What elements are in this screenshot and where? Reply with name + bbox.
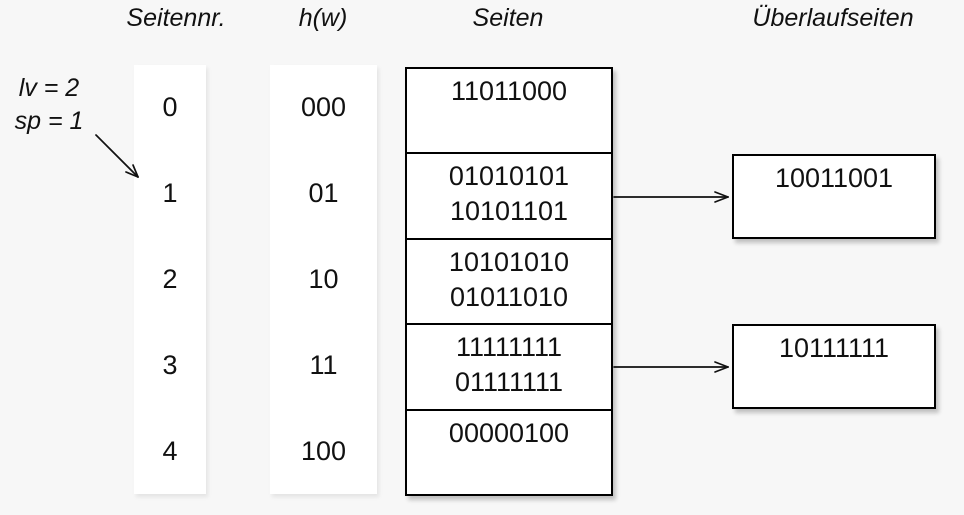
bucket-entry: 00000100 <box>448 417 570 448</box>
hash-value-column: 000 01 10 11 100 <box>270 65 377 494</box>
header-seiten: Seiten <box>472 4 544 32</box>
page-number-column: 0 1 2 3 4 <box>134 65 206 494</box>
hash-value-cell: 10 <box>308 263 339 294</box>
header-ueberlaufseiten: Überlaufseiten <box>752 4 914 32</box>
overflow-arrow-icon <box>613 191 729 203</box>
hash-value-cell: 100 <box>300 435 347 466</box>
hash-value-cell: 11 <box>309 349 338 380</box>
lv-label: lv = 2 <box>18 74 80 102</box>
header-hash-function: h(w) <box>298 4 348 32</box>
bucket-entry: 01010101 <box>448 161 570 192</box>
sp-label: sp = 1 <box>14 107 84 135</box>
hash-value-cell: 000 <box>300 92 347 123</box>
bucket-row-2: 10101010 01011010 <box>407 240 611 326</box>
page-number-cell: 2 <box>162 263 178 294</box>
overflow-entry: 10111111 <box>778 333 890 363</box>
page-number-cell: 0 <box>162 92 178 123</box>
bucket-row-4: 00000100 <box>407 411 611 494</box>
bucket-entry: 01111111 <box>454 367 564 398</box>
page-number-cell: 3 <box>162 349 178 380</box>
bucket-row-1: 01010101 10101101 <box>407 154 611 240</box>
overflow-page-box-2: 10111111 <box>732 324 936 409</box>
bucket-entry: 11011000 <box>450 76 568 106</box>
bucket-row-0: 11011000 <box>407 69 611 155</box>
overflow-page-box-1: 10011001 <box>732 154 936 239</box>
header-seitennr: Seitennr. <box>126 4 226 32</box>
state-annotation: lv = 2 sp = 1 <box>6 72 92 138</box>
bucket-entry: 11111111 <box>455 332 563 363</box>
bucket-entry: 10101010 <box>448 246 570 277</box>
hash-value-cell: 01 <box>308 178 339 209</box>
bucket-entry: 01011010 <box>449 281 569 312</box>
bucket-row-3: 11111111 01111111 <box>407 325 611 411</box>
page-number-cell: 4 <box>162 435 178 466</box>
overflow-arrow-icon <box>613 361 729 373</box>
page-number-cell: 1 <box>162 178 178 209</box>
pages-table: 11011000 01010101 10101101 10101010 0101… <box>405 67 613 496</box>
annotation-arrow-icon <box>95 134 139 178</box>
bucket-entry: 10101101 <box>449 196 569 227</box>
overflow-entry: 10011001 <box>774 163 894 193</box>
